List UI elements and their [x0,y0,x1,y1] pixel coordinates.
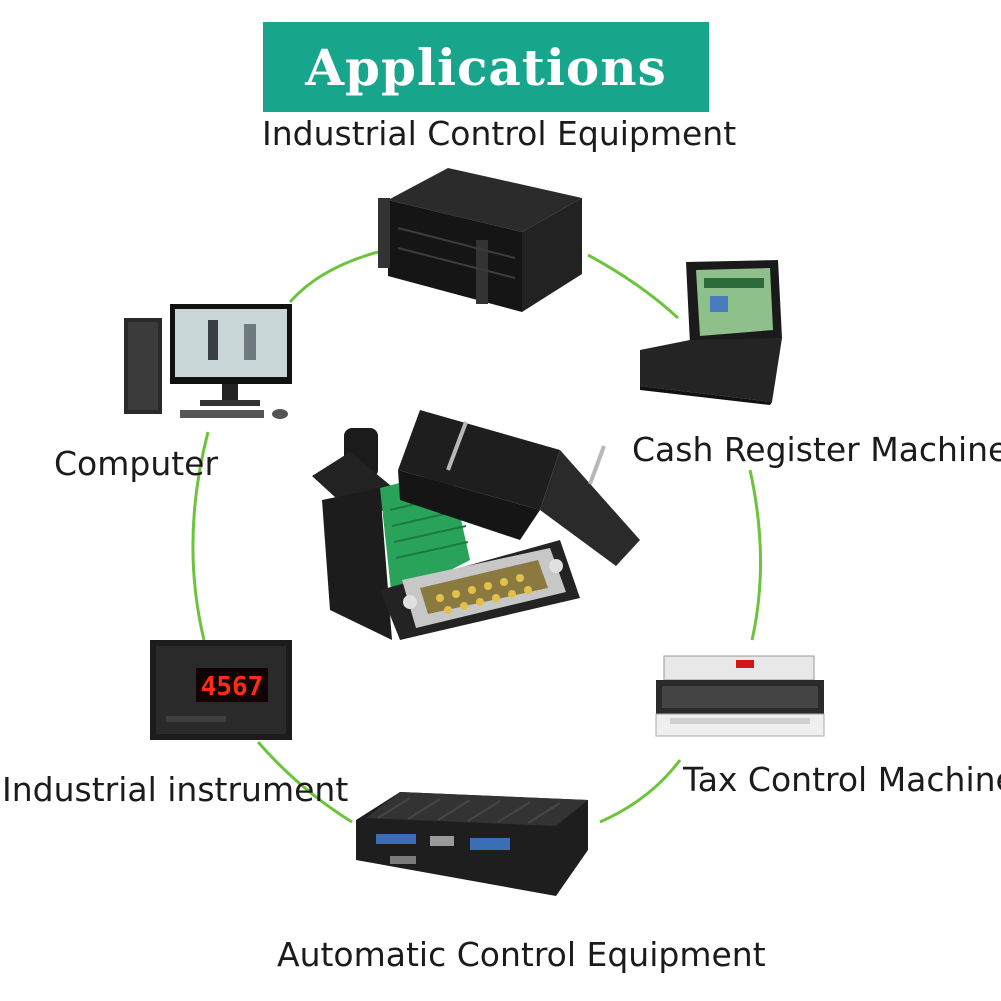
rack-server-image [378,168,582,312]
page-title: Applications [305,37,667,97]
label-industrial-instrument: Industrial instrument [2,770,349,809]
desktop-computer-image [124,304,292,419]
meter-display: 4567 [201,672,264,702]
printer-image [655,655,825,737]
label-tax-control-machine: Tax Control Machine [683,760,1001,799]
ring-arc [599,759,682,824]
connector-image [312,410,640,640]
ring-arc [748,469,762,641]
ring-arc [587,253,680,320]
label-industrial-control-equipment: Industrial Control Equipment [262,114,737,153]
ring-arc [288,250,379,303]
laptop-image [640,260,782,405]
connection-circle [191,250,762,824]
label-computer: Computer [54,444,219,483]
ring-arc [256,741,353,824]
box-pc-image [356,792,588,896]
title-banner: Applications [263,22,709,112]
label-automatic-control-equipment: Automatic Control Equipment [277,935,766,974]
panel-meter-image: 4567 [150,640,292,740]
label-cash-register-machine: Cash Register Machine [632,430,1001,469]
ring-arc [191,431,210,641]
